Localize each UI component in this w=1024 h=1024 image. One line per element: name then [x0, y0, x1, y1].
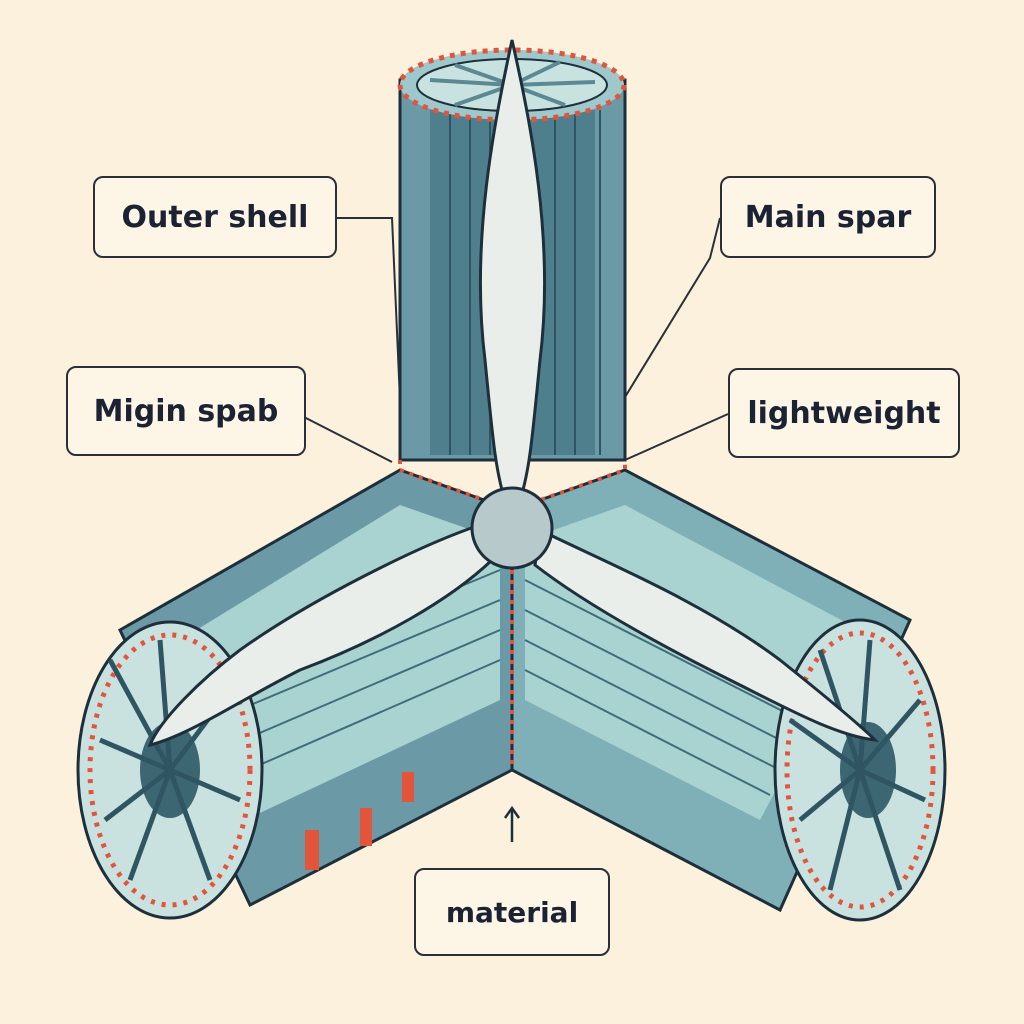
leader-migin-spab: [299, 414, 393, 463]
leader-outer-shell: [337, 217, 401, 401]
label-lightweight: lightweight: [728, 368, 960, 458]
dotted-seams: [398, 460, 627, 770]
leader-lines: [299, 217, 729, 463]
label-migin-spab: Migin spab: [66, 366, 306, 456]
right-arm-housing: [510, 468, 947, 922]
up-arrow-icon: [503, 805, 521, 842]
blade-right: [533, 527, 880, 743]
label-outer-shell: Outer shell: [93, 176, 337, 258]
rotor-hub: [470, 486, 554, 570]
leader-main-spar: [621, 217, 721, 403]
label-material: material: [414, 868, 610, 956]
blade-left: [147, 523, 494, 748]
leader-lightweight: [624, 413, 729, 461]
rotor-blades: [147, 39, 880, 748]
label-main-spar: Main spar: [720, 176, 936, 258]
